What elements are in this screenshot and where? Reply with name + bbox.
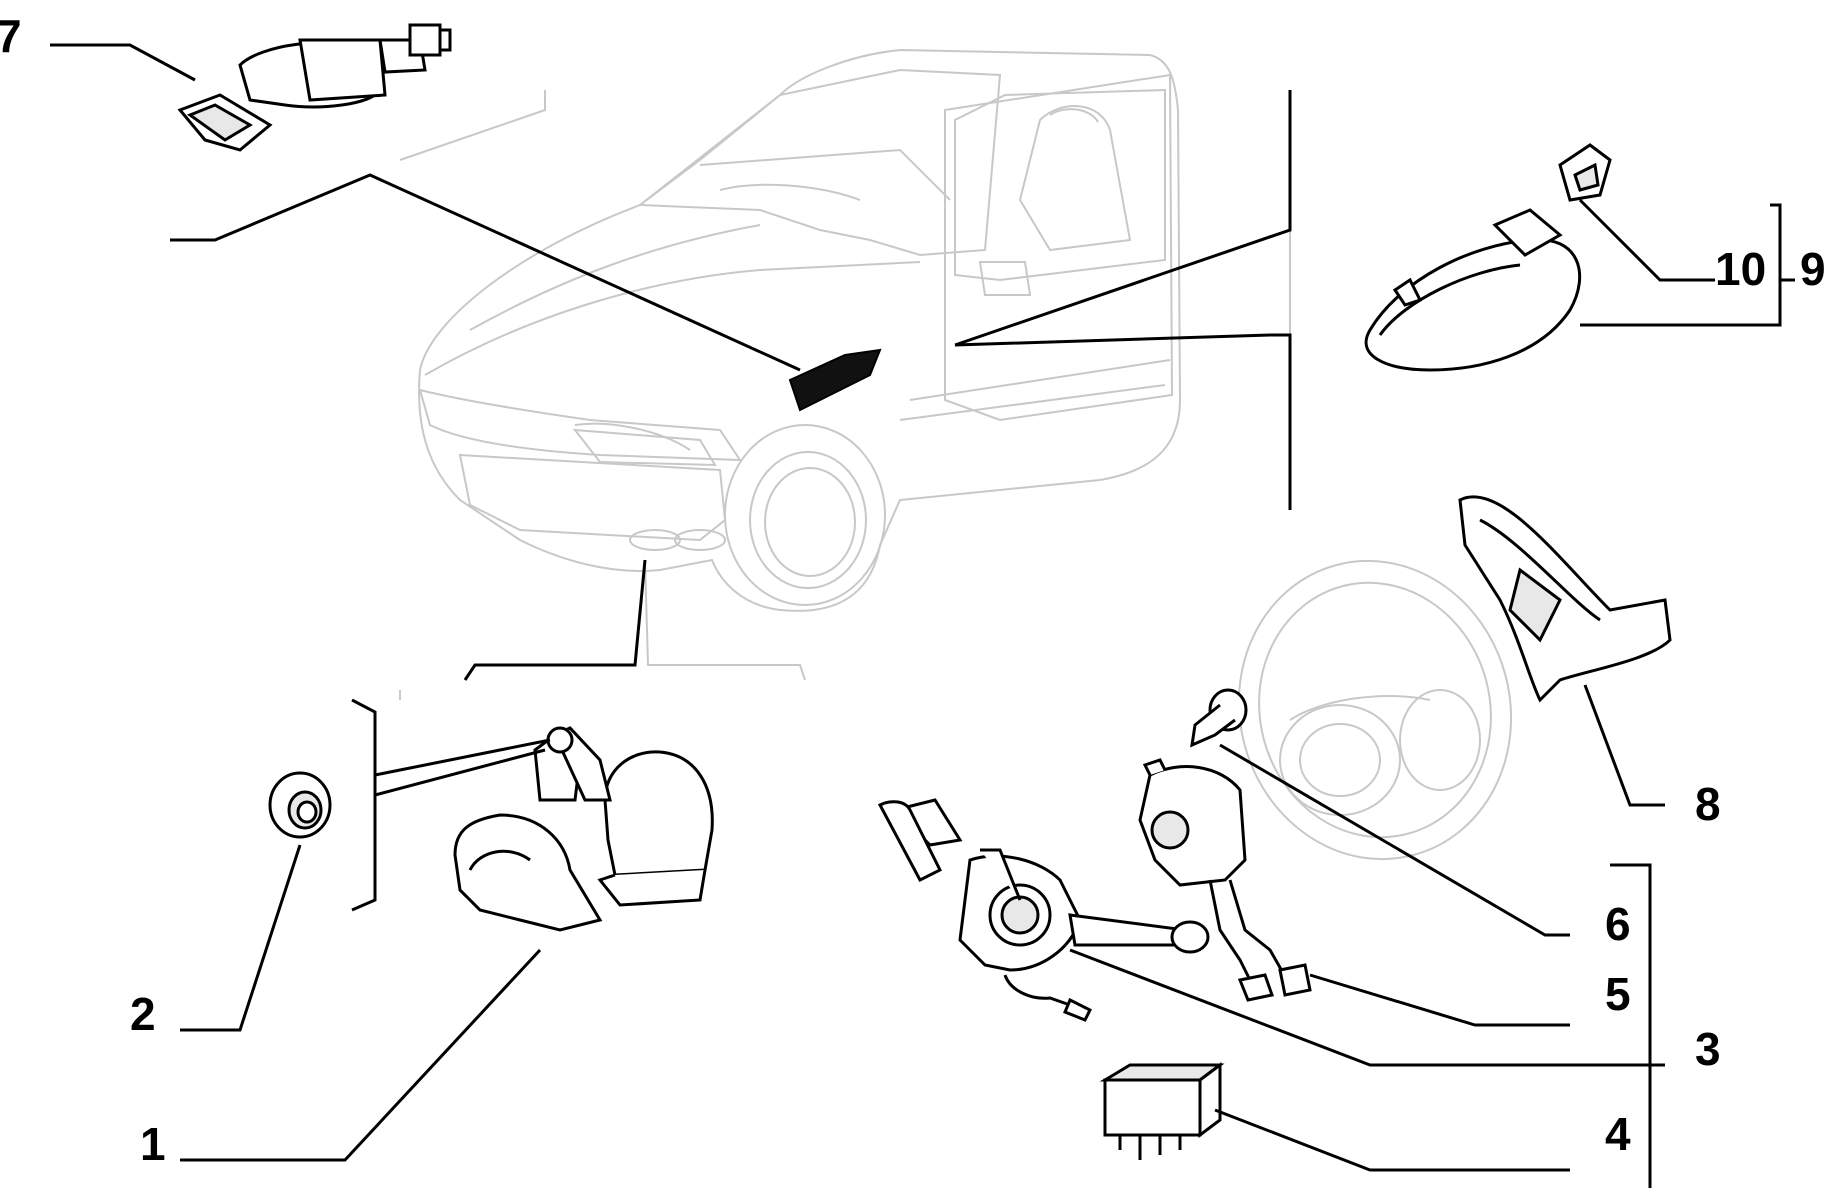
callout-10: 10 [1715,243,1766,295]
part-5-clock-spring [1138,758,1312,1002]
steering-wheel-outline [1237,559,1513,861]
part-6-bolt [1190,688,1248,748]
reference-lines [399,90,1291,700]
part-3-stalk-switch [877,798,1210,1022]
part-9-side-indicator [1364,208,1582,372]
callout-2: 2 [130,988,156,1040]
callout-5: 5 [1605,968,1631,1020]
leader-1-2-group [374,738,551,797]
car-outline [418,48,1182,612]
part-2-nut [268,771,332,839]
callout-1: 1 [140,1118,166,1170]
callout-4: 4 [1605,1108,1631,1160]
part-8-airbag-cover [1458,495,1672,703]
part-7-switch [177,23,452,152]
callout-7: 7 [0,10,22,62]
part-10-bulb [1558,143,1612,202]
callout-8: 8 [1695,778,1721,830]
callout-9: 9 [1800,243,1826,295]
bracket-1-2 [351,698,377,912]
underhood-module-mark [788,348,882,412]
callout-6: 6 [1605,898,1631,950]
part-1-horn-assembly [453,726,714,932]
callout-labels: 7 10 9 8 6 5 3 4 2 1 [0,10,1826,1170]
leader-lines [50,43,1795,1188]
part-4-relay [1099,1062,1225,1160]
callout-3: 3 [1695,1023,1721,1075]
